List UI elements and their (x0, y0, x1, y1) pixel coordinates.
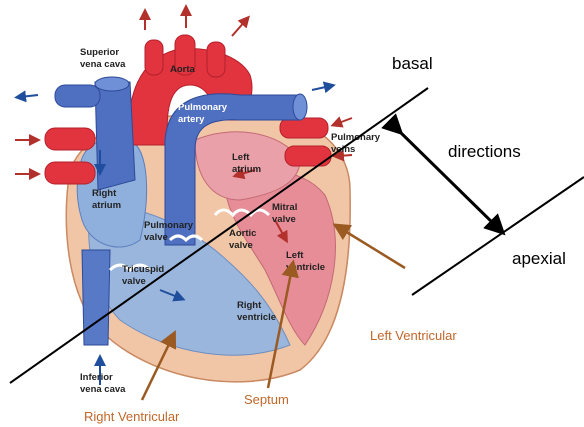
label-mitral-valve: valve (272, 214, 296, 225)
aorta-branch (207, 42, 225, 77)
label-aorta: Aorta (170, 64, 196, 75)
label-left-ventricular: Left Ventricular (370, 328, 457, 343)
label-basal: basal (392, 54, 433, 73)
label-pulmonary-valve: valve (144, 232, 168, 243)
label-pulmonary-valve: Pulmonary (144, 220, 194, 231)
label-superior-vena-cava: Superior (80, 47, 119, 58)
pulmonary-vein-left (45, 162, 95, 184)
label-apexial: apexial (512, 249, 566, 268)
superior-vena-cava-opening (95, 77, 129, 91)
label-left-atrium: Left (232, 152, 250, 163)
aorta-branch (145, 40, 163, 75)
label-left-atrium: atrium (232, 164, 261, 175)
pulmonary-vein-right (285, 146, 331, 166)
pulmonary-artery-end (293, 94, 307, 120)
vena-cava-branch (55, 85, 100, 107)
label-right-ventricle: Right (237, 300, 262, 311)
label-inferior-vena-cava: Inferior (80, 372, 113, 383)
label-tricuspid-valve: Tricuspid (122, 264, 164, 275)
label-superior-vena-cava: vena cava (80, 59, 126, 70)
label-right-ventricular: Right Ventricular (84, 409, 180, 424)
label-pulmonary-artery: artery (178, 114, 205, 125)
label-aortic-valve: valve (229, 240, 253, 251)
label-pulmonary-veins: Pulmonary (331, 132, 381, 143)
label-directions: directions (448, 142, 521, 161)
superior-vena-cava-vessel (95, 82, 135, 190)
label-right-atrium: atrium (92, 200, 121, 211)
pulmonary-vein-left (45, 128, 95, 150)
label-left-ventricle: Left (286, 250, 304, 261)
pulmonary-vein-right (280, 118, 328, 138)
inferior-vena-cava-vessel (82, 250, 110, 345)
label-right-ventricle: ventricle (237, 312, 276, 323)
pointer-left-ventricular (340, 228, 405, 268)
label-tricuspid-valve: valve (122, 276, 146, 287)
label-aortic-valve: Aortic (229, 228, 256, 239)
apexial-plane-line (412, 177, 584, 295)
label-mitral-valve: Mitral (272, 202, 297, 213)
label-septum: Septum (244, 392, 289, 407)
label-inferior-vena-cava: vena cava (80, 384, 126, 395)
label-pulmonary-artery: Pulmonary (178, 102, 228, 113)
label-right-atrium: Right (92, 188, 117, 199)
